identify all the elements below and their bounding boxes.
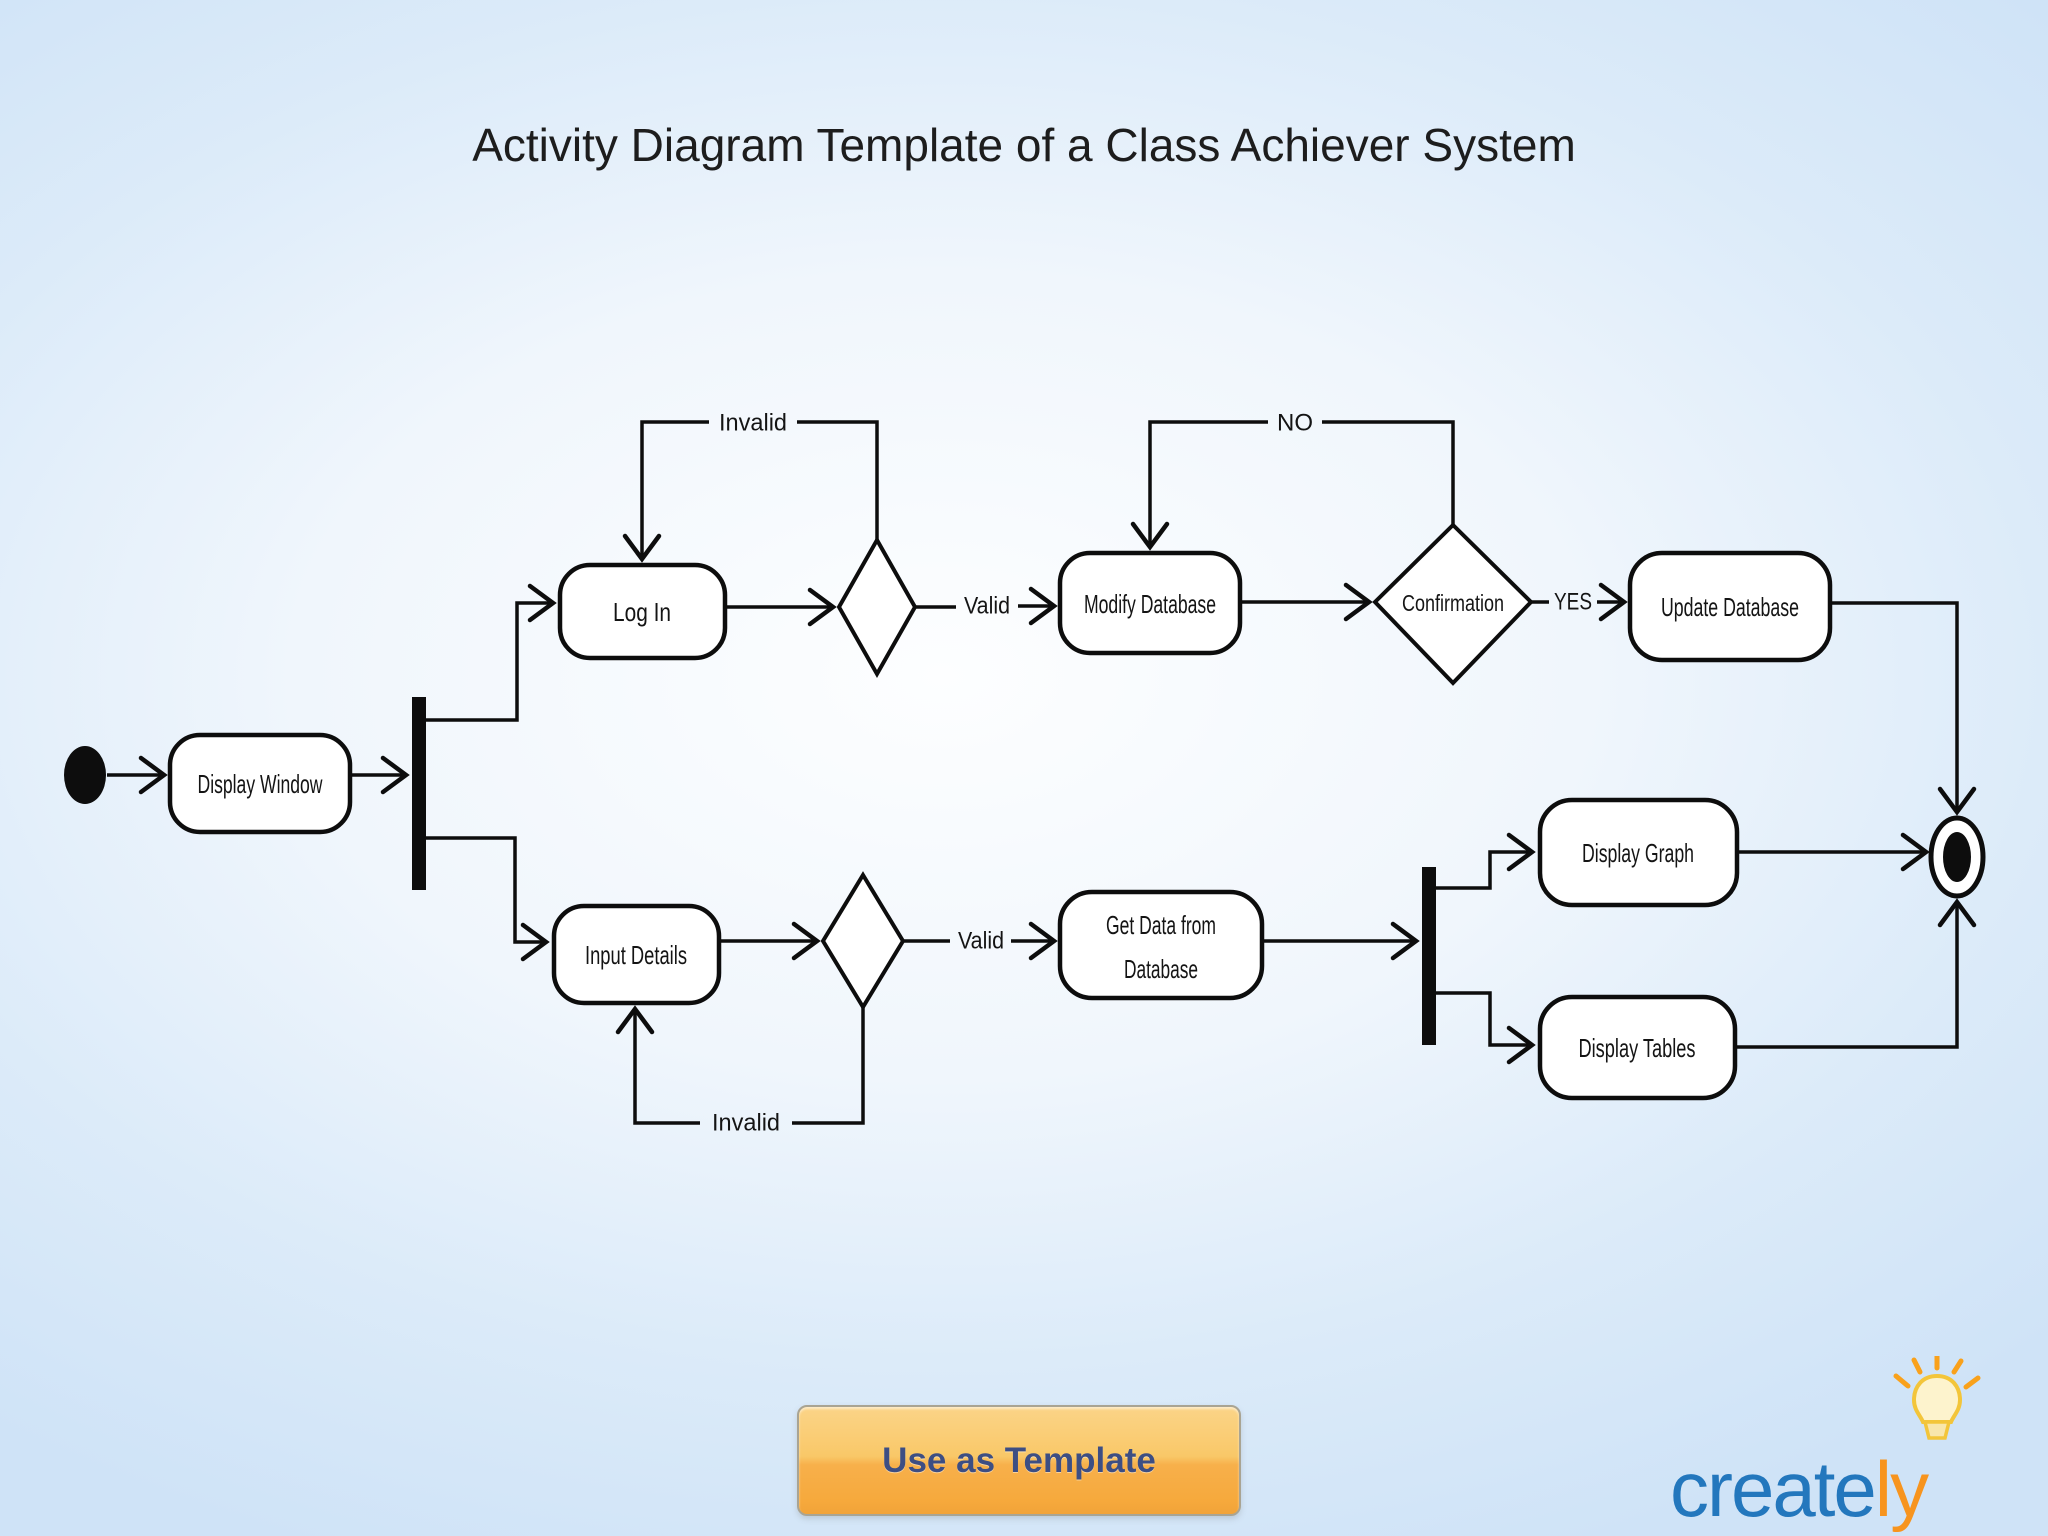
decision-confirmation	[1372, 522, 1534, 686]
activity-display-tables	[1537, 994, 1738, 1101]
label-confirmation: Confirmation	[1402, 590, 1504, 616]
connectors	[107, 420, 1977, 1125]
activity-modify-database	[1057, 550, 1243, 656]
activity-display-window	[167, 732, 353, 835]
edge-label-no: NO	[1277, 410, 1313, 437]
activity-get-data	[1057, 889, 1265, 1001]
activity-update-database	[1627, 550, 1833, 663]
connector	[1322, 420, 1455, 525]
edge-label-valid-login: Valid	[964, 593, 1010, 620]
connector	[792, 1007, 865, 1125]
connector	[622, 420, 709, 563]
page-title: Activity Diagram Template of a Class Ach…	[472, 119, 1576, 171]
use-as-template-button[interactable]: Use as Template	[797, 1405, 1241, 1516]
label-display-graph: Display Graph	[1582, 838, 1694, 868]
logo-text-ly: ly	[1874, 1445, 1929, 1533]
label-log-in: Log In	[613, 597, 671, 627]
edge-label-invalid-login: Invalid	[719, 410, 787, 437]
start-node	[64, 746, 106, 804]
label-update-database: Update Database	[1661, 592, 1799, 622]
lightbulb-icon	[1893, 1356, 1981, 1440]
connector	[1436, 832, 1536, 890]
edge-label-valid-input: Valid	[958, 928, 1004, 955]
connector	[1436, 991, 1536, 1065]
label-input-details: Input Details	[585, 940, 687, 970]
connector	[1735, 898, 1977, 1049]
decision-login-valid	[836, 535, 918, 679]
edge-label-yes: YES	[1554, 589, 1592, 616]
label-get-data-line2: Database	[1124, 954, 1198, 984]
activity-display-graph	[1537, 797, 1740, 908]
end-node	[1928, 815, 1986, 899]
connector	[615, 1005, 700, 1125]
activity-input-details	[551, 903, 722, 1006]
logo-text-create: create	[1670, 1445, 1877, 1533]
connector	[426, 836, 550, 962]
label-display-tables: Display Tables	[1579, 1033, 1696, 1063]
label-modify-database: Modify Database	[1084, 589, 1216, 619]
use-as-template-label: Use as Template	[882, 1440, 1156, 1480]
decision-input-valid	[820, 871, 906, 1011]
edge-label-invalid-input: Invalid	[712, 1110, 780, 1137]
connector	[1830, 601, 1977, 816]
fork-bar	[412, 697, 426, 890]
creately-logo[interactable]: creately	[1664, 1356, 2024, 1536]
activity-log-in	[557, 562, 728, 661]
label-display-window: Display Window	[198, 769, 323, 799]
connector	[1130, 420, 1268, 551]
connector	[426, 583, 557, 722]
creately-logo-text: creately	[1670, 1450, 1929, 1528]
connector	[797, 420, 879, 540]
join-bar	[1422, 867, 1436, 1045]
label-get-data-line1: Get Data from	[1106, 910, 1216, 940]
